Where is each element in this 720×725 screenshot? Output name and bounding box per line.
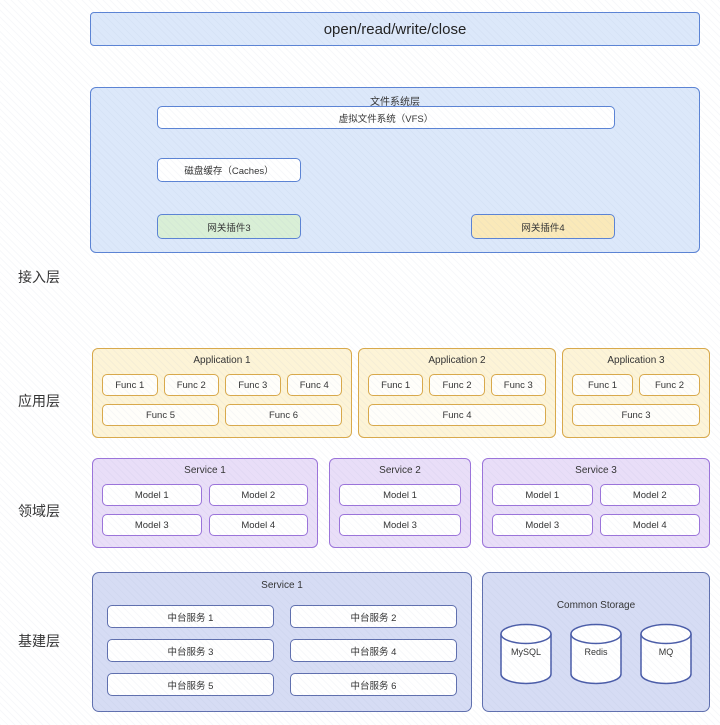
service-box-1: Service 1 Model 1 Model 2 Model 3 Model 4 [92,458,318,548]
common-storage-box: Common Storage MySQL Redis MQ [482,572,710,712]
model-node: Model 3 [339,514,461,536]
application-box-title: Application 1 [193,355,251,366]
func-node: Func 2 [639,374,700,396]
midservice-row: 中台服务 3 中台服务 4 [107,639,457,662]
database-cylinders: MySQL Redis MQ [499,623,693,685]
database-label: MQ [658,647,674,657]
func-row: Func 3 [572,404,700,426]
model-row: Model 3 [339,514,461,536]
model-node: Model 2 [208,484,308,506]
func-node: Func 1 [572,374,633,396]
service-box-2: Service 2 Model 1 Model 3 [329,458,471,548]
model-node: Model 3 [102,514,202,536]
service-box-3: Service 3 Model 1 Model 2 Model 3 Model 4 [482,458,710,548]
disk-cache-node: 磁盘缓存（Caches） [157,158,301,182]
model-node: Model 2 [599,484,700,506]
api-banner: open/read/write/close [90,12,700,46]
func-node: Func 6 [225,404,342,426]
func-node: Func 3 [572,404,700,426]
gateway-plugin3-node: 网关插件3 [157,214,301,239]
func-node: Func 3 [490,374,546,396]
model-node: Model 1 [492,484,593,506]
model-node: Model 4 [208,514,308,536]
model-row: Model 1 Model 2 [492,484,700,506]
midservice-node: 中台服务 5 [107,673,274,696]
midservice-node: 中台服务 1 [107,605,274,628]
func-row: Func 1 Func 2 [572,374,700,396]
infra-service-title: Service 1 [261,580,303,591]
model-row: Model 3 Model 4 [102,514,308,536]
func-node: Func 3 [225,374,281,396]
service-box-title: Service 1 [184,465,226,476]
database-cylinder-mq: MQ [639,623,693,685]
midservice-row: 中台服务 1 中台服务 2 [107,605,457,628]
midservice-node: 中台服务 3 [107,639,274,662]
api-banner-label: open/read/write/close [323,20,467,38]
database-label: Redis [584,647,608,657]
func-row: Func 5 Func 6 [102,404,342,426]
midservice-node: 中台服务 2 [290,605,457,628]
midservice-row: 中台服务 5 中台服务 6 [107,673,457,696]
service-box-title: Service 2 [379,465,421,476]
func-node: Func 4 [286,374,342,396]
application-layer-label: 应用层 [18,393,60,409]
func-node: Func 1 [102,374,158,396]
func-node: Func 1 [368,374,424,396]
service-box-title: Service 3 [575,465,617,476]
domain-layer-label: 领域层 [18,503,60,519]
database-cylinder-redis: Redis [569,623,623,685]
midservice-node: 中台服务 6 [290,673,457,696]
func-node: Func 5 [102,404,219,426]
database-cylinder-mysql: MySQL [499,623,553,685]
infra-layer-label: 基建层 [18,633,60,649]
func-row: Func 4 [368,404,546,426]
model-node: Model 1 [339,484,461,506]
application-box-3: Application 3 Func 1 Func 2 Func 3 [562,348,710,438]
application-box-title: Application 2 [428,355,486,366]
model-node: Model 1 [102,484,202,506]
midservice-node: 中台服务 4 [290,639,457,662]
model-row: Model 1 [339,484,461,506]
model-node: Model 4 [599,514,700,536]
database-label: MySQL [510,647,541,657]
application-box-title: Application 3 [607,355,665,366]
access-layer-label: 接入层 [18,269,60,285]
model-node: Model 3 [492,514,593,536]
func-node: Func 2 [163,374,219,396]
func-node: Func 2 [429,374,485,396]
common-storage-title: Common Storage [556,600,636,611]
filesystem-layer-title: 文件系统层 [370,97,420,108]
model-row: Model 1 Model 2 [102,484,308,506]
gateway-plugin4-node: 网关插件4 [471,214,615,239]
filesystem-layer-box: 文件系统层 虚拟文件系统（VFS） 磁盘缓存（Caches） 网关插件3 网关插… [90,87,700,253]
vfs-node: 虚拟文件系统（VFS） [157,106,615,129]
model-row: Model 3 Model 4 [492,514,700,536]
func-node: Func 4 [368,404,546,426]
